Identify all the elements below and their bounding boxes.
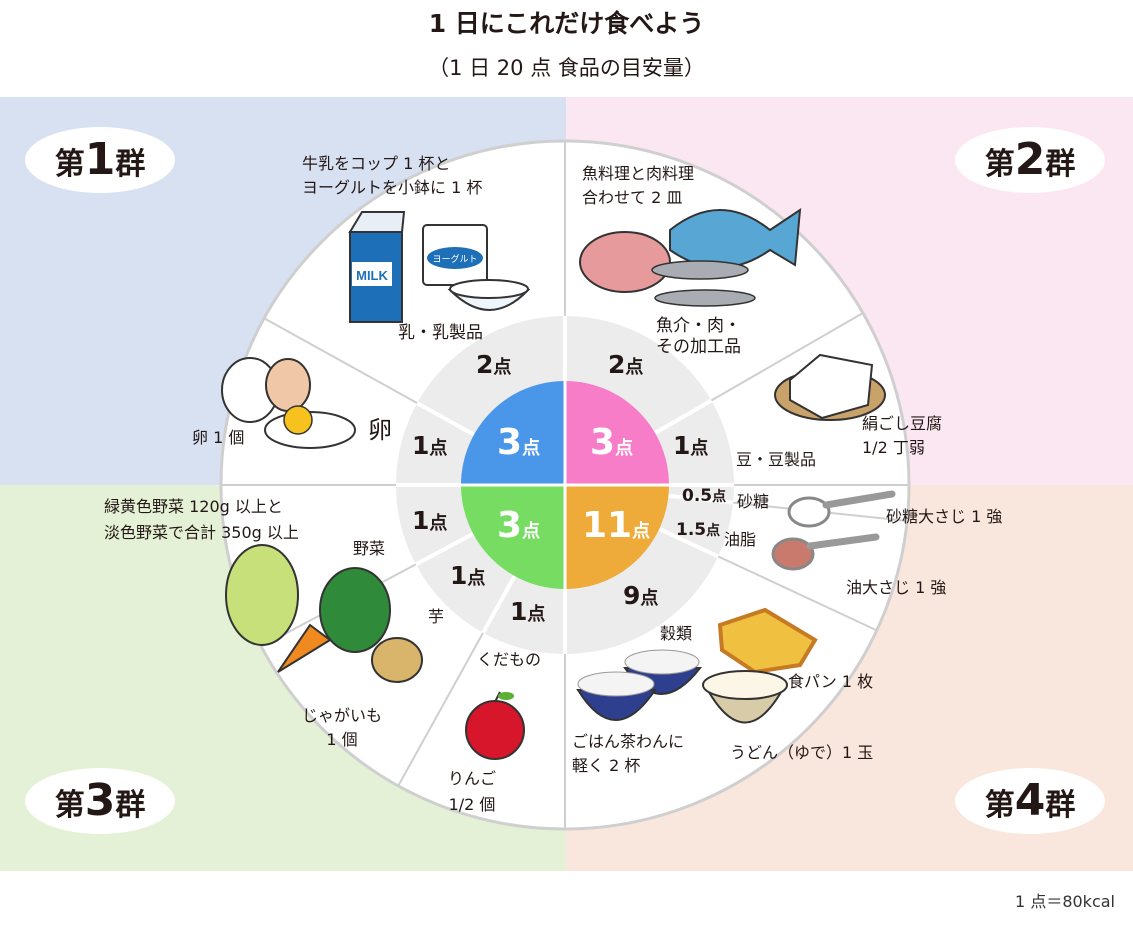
group3-points: 3点 [497,505,541,546]
group1-badge: 第1群 [25,127,175,193]
meat-fish-label: 魚介・肉・その加工品 [656,316,741,357]
ring-divider [658,527,720,559]
tofu-icon [774,353,886,421]
sugar-label: 砂糖 [737,492,770,511]
vegetable-amount: 緑黄色野菜 120g 以上と淡色野菜で合計 350g 以上 [104,497,299,542]
group1-quadrant [461,381,565,485]
page-title: 1 日にこれだけ食べよう [428,9,705,38]
segment-divider [717,555,878,632]
group3-badge: 第3群 [25,768,175,834]
segment-divider [397,632,484,787]
svg-text:MILK: MILK [356,268,388,283]
segment-divider [263,317,418,404]
egg-label: 卵 [368,416,392,444]
group4-points: 11点 [582,505,651,546]
fat-points: 1.5点 [676,520,721,540]
egg-amount: 卵 1 個 [192,428,245,447]
beans-label: 豆・豆製品 [736,450,817,469]
segment-divider [710,312,864,402]
yogurt-cup-icon: ヨーグルト [422,224,531,311]
dairy-amount: 牛乳をコップ 1 杯とヨーグルトを小鉢に 1 杯 [302,154,483,197]
ring-divider [414,532,475,567]
group2-quadrant [565,381,669,485]
rice-bowls-icon [576,649,703,721]
oil-spoon-icon [771,533,880,571]
potato-points: 1点 [450,561,486,590]
group4-badge: 第4群 [955,768,1105,834]
fat-amount: 油大さじ 1 強 [846,578,947,597]
svg-text:ヨーグルト: ヨーグルト [432,253,477,265]
udon-bowl-icon [702,670,788,724]
group4-quadrant [565,485,669,589]
ring-divider [668,493,734,505]
sugar-amount: 砂糖大さじ 1 強 [886,507,1003,526]
group3-quadrant [461,485,565,589]
dairy-label: 乳・乳製品 [398,323,483,343]
apple-icon [465,691,525,760]
egg-points: 1点 [412,431,448,460]
bread-amount: 食パン 1 枚 [788,672,874,691]
ring-divider [416,401,476,437]
sugar-spoon-icon [787,490,896,528]
sugar-points: 0.5点 [682,486,727,506]
fat-label: 油脂 [724,530,757,549]
meat-fish-amount: 魚料理と肉料理合わせて 2 皿 [582,164,695,207]
fruit-label: くだもの [477,650,542,669]
dairy-points: 2点 [476,350,512,379]
ring-divider [481,574,517,634]
footer-note: 1 点＝80kcal [1015,892,1115,911]
group1-points: 3点 [497,422,541,463]
beans-points: 1点 [673,431,709,460]
udon-amount: うどん（ゆで）1 玉 [730,743,874,762]
group2-points: 3点 [590,422,634,463]
milk-carton-icon: MILK [348,211,406,323]
vegetable-points: 1点 [412,506,448,535]
vegetables-icon [225,544,423,683]
ring-divider [654,398,713,435]
rice-amount: ごはん茶わんに軽く 2 杯 [572,732,685,775]
meat-fish-points: 2点 [608,350,644,379]
grain-points: 9点 [623,581,659,610]
group2-badge: 第2群 [955,127,1105,193]
fruit-points: 1点 [510,597,546,626]
grain-label: 穀類 [660,624,693,643]
meat-fish-icon [579,208,802,307]
potato-label: 芋 [428,607,445,626]
egg-icon [221,357,356,449]
page-subtitle: （1 日 20 点 食品の目安量） [428,56,705,80]
vegetable-label: 野菜 [353,539,386,558]
bread-icon [717,607,818,675]
